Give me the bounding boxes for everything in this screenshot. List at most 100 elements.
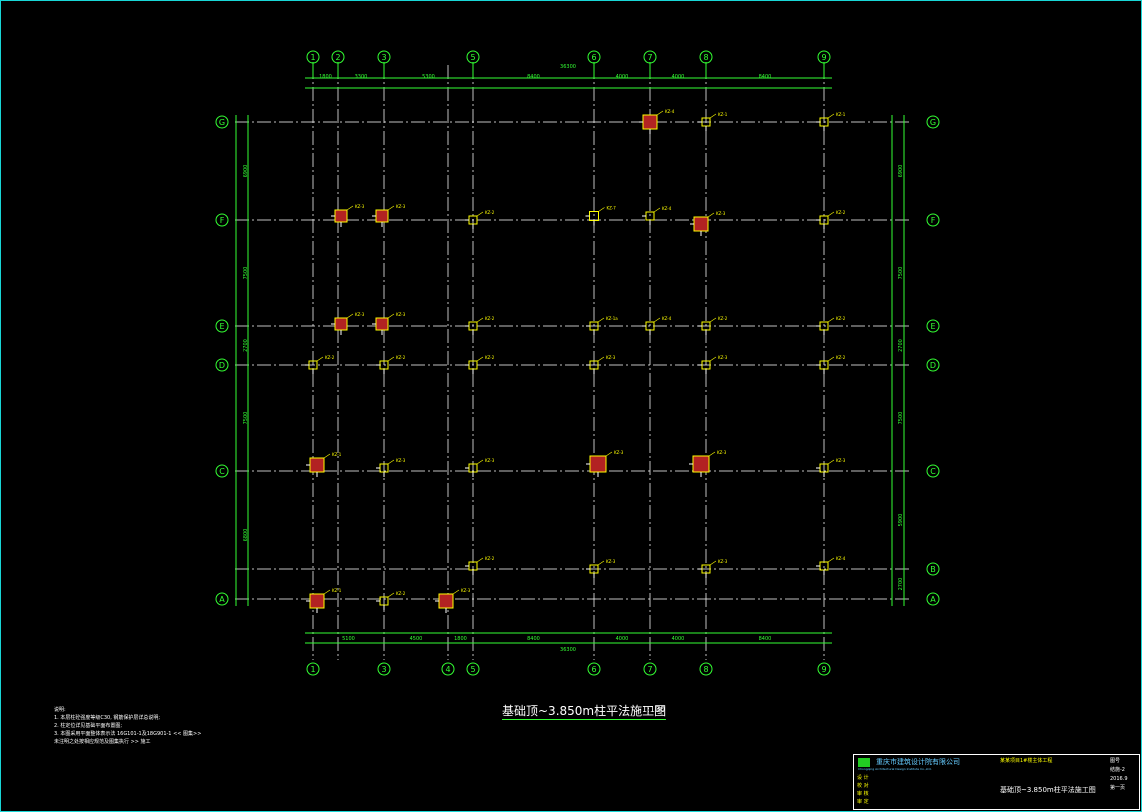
axis-bubble-bottom-label: 1 [310,665,315,674]
column-label-leader [827,211,835,217]
row-label: 校 对 [857,783,869,789]
column-label: KZ-2 [836,316,846,321]
axis-bubble-left [215,592,229,606]
axis-bubble-top-label: 1 [310,53,315,62]
axis-bubble-bottom-label: 7 [647,665,652,674]
dimension-text-bottom: 8400 [759,636,772,642]
column-label-leader [827,557,835,563]
column-label: KZ-3 [836,458,846,463]
column-label: KZ-2 [485,355,495,360]
column-label-leader [598,207,605,212]
column-label: KZ-4 [662,206,672,211]
column-label: KZ-3 [355,312,365,317]
column-label: KZ-2 [396,355,406,360]
sheet-number: 结施-2 [1110,767,1125,773]
axis-bubble-top-label: 9 [821,53,826,62]
column-label-leader [387,356,395,362]
axis-bubble-bottom-label: 9 [821,665,826,674]
column-label: KZ-7 [607,206,617,211]
column-label-leader [476,557,484,563]
column-label-leader [323,453,331,459]
column-label-leader [323,589,331,595]
axis-bubble-left [215,358,229,372]
dimension-text-top: 1800 [319,74,332,80]
axis-bubble-top-label: 2 [335,53,340,62]
axis-bubble-bottom [377,662,391,676]
column-label-leader [387,592,395,598]
column-label: KZ-1 [836,112,846,117]
note-item: 1. 本层柱砼强度等级C30, 钢筋保护层详总说明; [54,715,161,721]
column-label-leader [387,205,395,211]
project-name: 某某项目1#楼主体工程 [1000,758,1053,764]
axis-bubble-top [587,50,601,64]
column [642,114,658,130]
column-label-leader [656,110,664,116]
column [589,455,607,473]
column-label-leader [476,317,484,323]
note-item: 2. 柱定位详见基础平面布置图; [54,723,123,729]
title-block-drawing-name: 基础顶~3.850m柱平法施工图 [1000,786,1096,794]
axis-bubble-bottom [587,662,601,676]
axis-bubble-top [817,50,831,64]
page-number: 第一页 [1110,785,1126,791]
dimension-text-top: 4000 [616,74,629,80]
dimension-text-left: 7500 [243,412,249,425]
axis-bubble-right [926,213,940,227]
dimension-text-right: 5900 [898,514,904,527]
column-label-leader [709,560,717,566]
dimension-text-top: 4000 [672,74,685,80]
axis-bubble-left-label: D [219,361,225,370]
sheet-info: 图号 结施-2 2016.9 第一页 [1110,757,1128,793]
axis-bubble-top-label: 8 [703,53,708,62]
column-label: KZ-3 [606,355,616,360]
axis-bubble-bottom [466,662,480,676]
column-label: KZ-2 [718,316,728,321]
column-label: KZ-2 [485,316,495,321]
column-label: KZ-3 [614,450,624,455]
dimension-text-bottom: 4500 [410,636,423,642]
company-name-en: Chongqing Architectural Design Institute… [858,767,932,771]
dimension-text-right: 6900 [898,165,904,178]
axis-bubble-left [215,464,229,478]
notes-header: 说明: [54,707,66,713]
axis-bubble-bottom [441,662,455,676]
axis-bubble-bottom-label: 4 [445,665,450,674]
column-label-leader [387,313,395,319]
axis-bubble-top-label: 7 [647,53,652,62]
drawing-title: 基础顶~3.850m柱平法施工图 [502,704,667,720]
column-label: KZ-4 [665,109,675,114]
version: 2016.9 [1110,776,1128,782]
dimension-text-top: 3300 [355,74,368,80]
axis-bubble-right [926,562,940,576]
column-label-leader [387,459,395,465]
column-label-leader [827,356,835,362]
column-label: KZ-3 [718,559,728,564]
column-label: KZ-3 [485,458,495,463]
column [438,593,454,609]
axis-bubble-left [215,319,229,333]
column-label: KZ-1 [332,588,342,593]
column-label-leader [346,205,354,211]
dimension-text-left: 2700 [243,339,249,352]
column [375,209,389,223]
column-label: KZ-2 [396,591,406,596]
axis-bubble-bottom-label: 5 [470,665,475,674]
column-label-leader [346,313,354,319]
column-label-leader [827,459,835,465]
column-label-leader [709,317,717,323]
column-label-leader [476,459,484,465]
axis-bubble-right [926,319,940,333]
axis-bubble-top [643,50,657,64]
column-label-leader [316,356,324,362]
axis-bubble-top [331,50,345,64]
drawing-scale: 1:100 [642,705,666,714]
axis-bubble-right [926,464,940,478]
dimension-text-left: 7500 [243,267,249,280]
column-label: KZ-4 [662,316,672,321]
column-label: KZ-2 [836,210,846,215]
column-label-leader [707,212,715,218]
column-label: KZ-2 [325,355,335,360]
dimension-text-bottom: 4000 [672,636,685,642]
column-label: KZ-3 [718,355,728,360]
